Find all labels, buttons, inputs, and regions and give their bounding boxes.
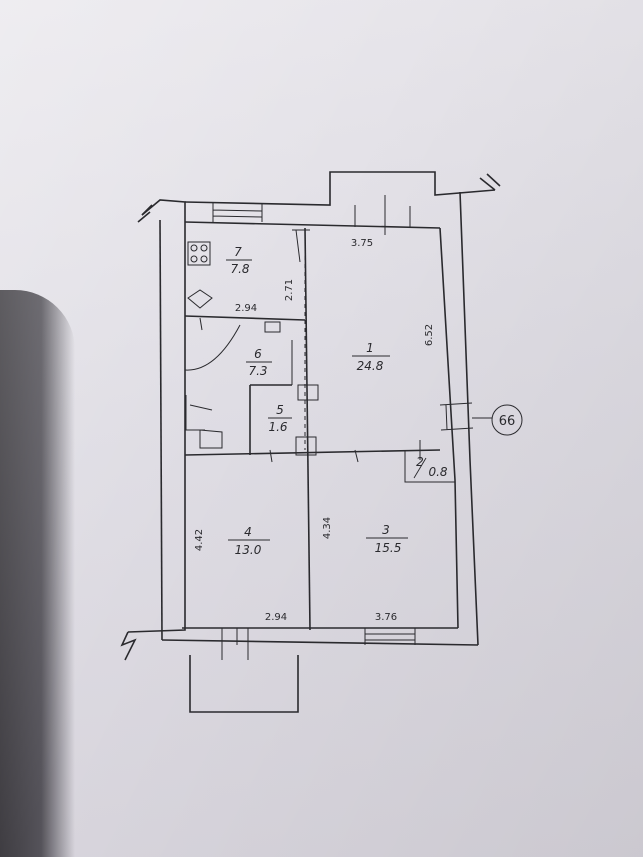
room-5-label: 5 1.6 — [268, 403, 292, 434]
room-7-label: 7 7.8 — [226, 245, 252, 276]
dim-room1-height: 6.52 — [424, 324, 435, 346]
dim-room4-height: 4.42 — [194, 529, 205, 551]
room-4-label: 4 13.0 — [228, 525, 270, 557]
room-labels: 7 7.8 6 7.3 1 24.8 5 1.6 2 0.8 4 13.0 — [226, 245, 448, 557]
svg-text:1: 1 — [366, 341, 374, 355]
svg-text:7.3: 7.3 — [248, 364, 267, 378]
room-6-label: 6 7.3 — [246, 347, 272, 378]
svg-text:5: 5 — [276, 403, 284, 417]
dim-kitchen-height: 2.71 — [284, 279, 295, 301]
interior-walls — [184, 227, 455, 631]
dim-top-right-width: 3.75 — [351, 238, 373, 249]
svg-text:15.5: 15.5 — [375, 541, 402, 555]
outer-walls — [120, 171, 501, 713]
room-2-label: 2 0.8 — [413, 455, 448, 479]
dim-bottom-left-width: 2.94 — [265, 612, 287, 623]
axis-marker-label: 66 — [499, 414, 516, 429]
svg-text:13.0: 13.0 — [235, 543, 262, 557]
dim-bottom-right-width: 3.76 — [375, 612, 397, 623]
dim-kitchen-width: 2.94 — [235, 303, 257, 314]
axis-marker: 66 — [472, 404, 523, 436]
room-3-label: 3 15.5 — [366, 523, 408, 555]
svg-text:1.6: 1.6 — [268, 420, 287, 434]
hand-shadow — [0, 290, 75, 857]
dim-room3-height: 4.34 — [322, 517, 333, 539]
svg-text:3: 3 — [382, 523, 390, 537]
svg-text:0.8: 0.8 — [428, 465, 447, 479]
room-1-label: 1 24.8 — [352, 341, 390, 373]
dimension-labels: 3.75 2.94 2.71 6.52 4.42 4.34 2.94 3.76 — [194, 238, 435, 623]
svg-text:7: 7 — [234, 245, 242, 259]
svg-text:7.8: 7.8 — [230, 262, 249, 276]
svg-text:2: 2 — [416, 455, 424, 469]
svg-text:24.8: 24.8 — [357, 359, 384, 373]
svg-text:6: 6 — [254, 347, 262, 361]
svg-text:4: 4 — [244, 525, 252, 539]
